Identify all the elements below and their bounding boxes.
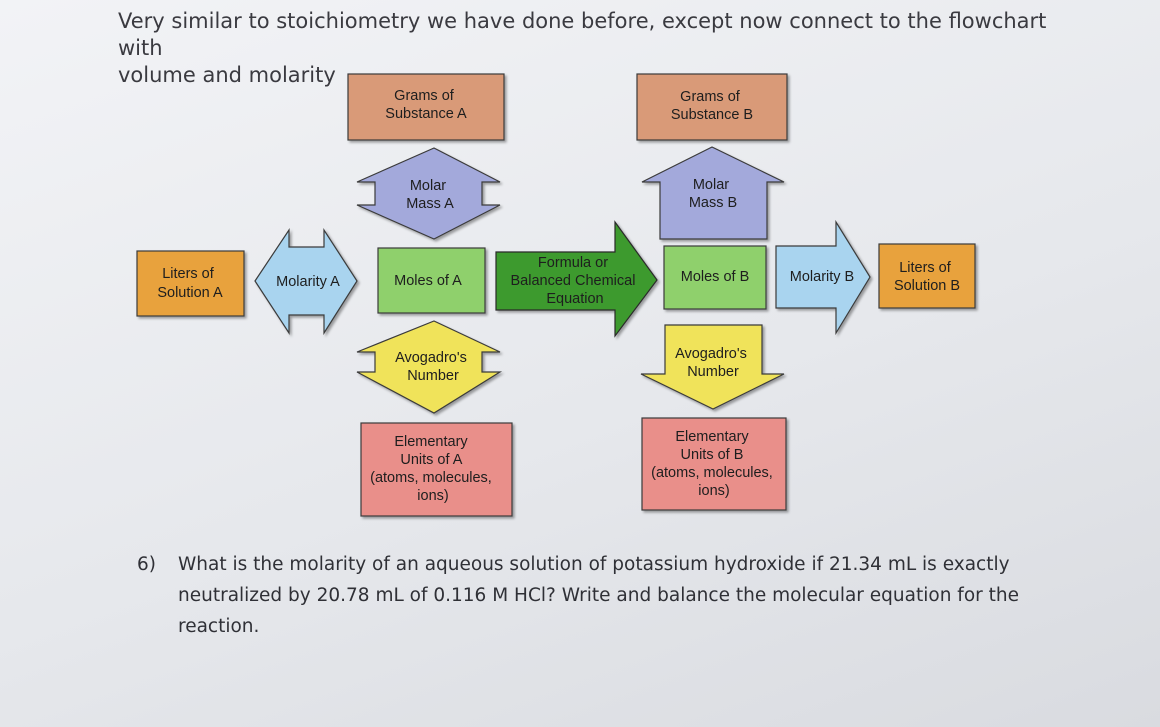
heading-line-1: Very similar to stoichiometry we have do… — [118, 9, 1047, 60]
question-line-2: neutralized by 20.78 mL of 0.116 M HCl? … — [178, 585, 1019, 606]
grams-substance-a-box: Grams of Substance A — [347, 73, 505, 141]
molar-mass-b-label: Molar Mass B — [689, 177, 737, 211]
moles-of-b-box: Moles of B — [663, 245, 767, 310]
molar-mass-a-label: Molar Mass A — [406, 178, 454, 212]
liters-solution-b-label: Liters of Solution B — [894, 260, 960, 294]
molarity-a-label: Molarity A — [276, 274, 340, 290]
molarity-b-label: Molarity B — [790, 269, 854, 285]
grams-substance-b-label: Grams of Substance B — [671, 89, 753, 123]
moles-of-a-box: Moles of A — [377, 247, 486, 314]
liters-solution-b-box: Liters of Solution B — [878, 243, 976, 309]
liters-solution-a-box: Liters of Solution A — [136, 250, 245, 317]
elementary-units-a-box: Elementary Units of A (atoms, molecules,… — [360, 422, 513, 517]
avogadro-a-arrow: Avogadro's Number — [356, 320, 503, 414]
balanced-equation-label: Formula or Balanced Chemical Equation — [511, 255, 640, 307]
moles-of-a-label: Moles of A — [394, 273, 462, 289]
question-line-3: reaction. — [178, 616, 260, 637]
heading-line-2: volume and molarity — [118, 63, 336, 87]
grams-substance-b-box: Grams of Substance B — [636, 73, 788, 141]
molarity-a-arrow: Molarity A — [254, 227, 358, 336]
avogadro-a-label: Avogadro's Number — [395, 350, 471, 384]
question-number: 6) — [137, 554, 156, 575]
molar-mass-a-arrow: Molar Mass A — [356, 147, 501, 240]
question-line-1: What is the molarity of an aqueous solut… — [178, 554, 1010, 575]
question-6: 6) What is the molarity of an aqueous so… — [137, 549, 1057, 642]
grams-substance-a-label: Grams of Substance A — [385, 88, 467, 122]
liters-solution-a-label: Liters of Solution A — [157, 266, 223, 301]
heading: Very similar to stoichiometry we have do… — [118, 8, 1078, 89]
avogadro-b-arrow: Avogadro's Number — [640, 324, 785, 410]
elementary-units-b-box: Elementary Units of B (atoms, molecules,… — [641, 417, 787, 511]
avogadro-b-label: Avogadro's Number — [675, 346, 751, 380]
molar-mass-b-arrow: Molar Mass B — [641, 146, 785, 240]
balanced-equation-arrow: Formula or Balanced Chemical Equation — [495, 220, 658, 338]
molarity-b-arrow: Molarity B — [775, 219, 871, 336]
elementary-units-a-label: Elementary Units of A (atoms, molecules,… — [370, 434, 496, 504]
elementary-units-b-label: Elementary Units of B (atoms, molecules,… — [651, 429, 777, 499]
moles-of-b-label: Moles of B — [681, 269, 750, 285]
